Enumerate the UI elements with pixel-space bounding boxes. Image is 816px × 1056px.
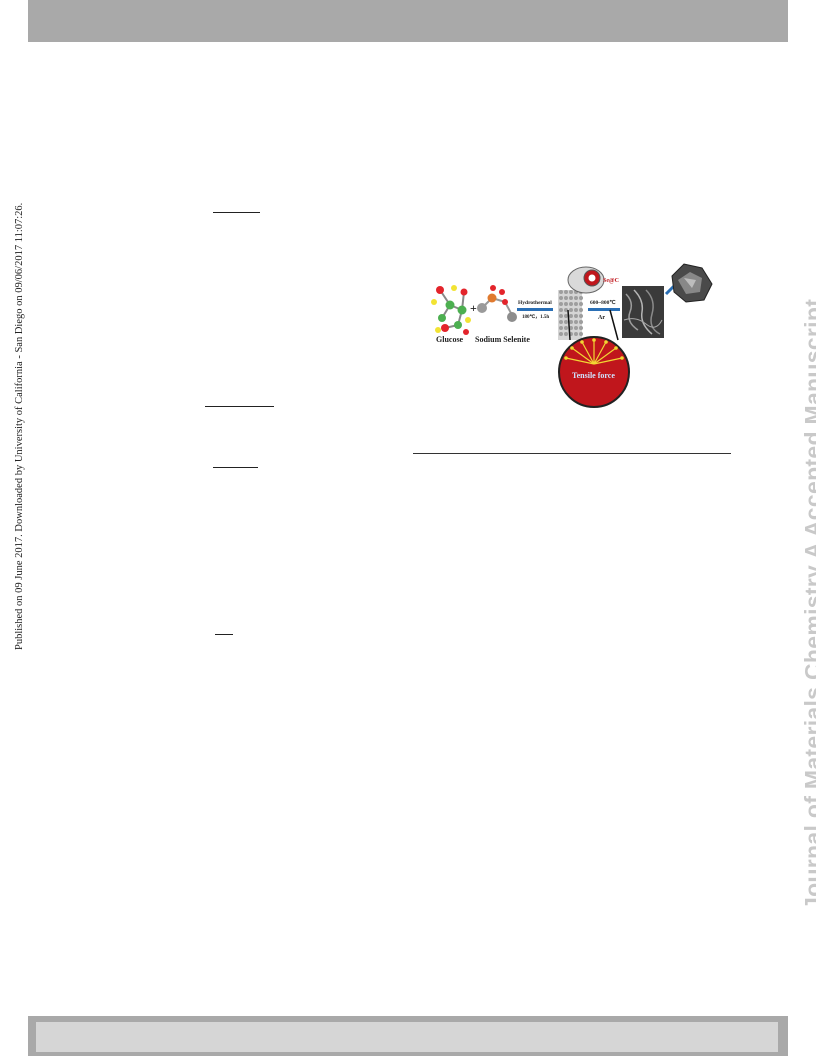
underline-mark-3 [213,467,258,468]
hydrothermal-arrow [517,308,553,311]
arrow2-bottom-label: Ar [598,315,605,321]
underline-mark-2 [205,406,274,407]
sem-image [622,286,664,338]
sodium-selenite-label: Sodium Selenite [475,335,530,344]
graphical-abstract: Glucose + Sodium Selenite Hydrothermal 1… [420,250,740,420]
annealing-arrow [588,308,620,311]
glucose-molecule-icon [431,285,471,335]
microsphere-stack [558,290,583,340]
glucose-label: Glucose [436,335,464,344]
arrow1-bottom-label: 180℃，1.5h [522,313,549,320]
plus-sign: + [470,301,477,315]
underline-mark-1 [213,212,260,213]
zoom-callout-lines [567,309,619,341]
se-at-c-sphere-icon [567,266,605,294]
provenance-note: Published on 09 June 2017. Downloaded by… [14,202,25,650]
se-at-c-label: Se@C [603,278,619,284]
accepted-manuscript-watermark: Journal of Materials Chemistry A Accepte… [800,298,816,910]
arrow1-top-label: Hydrothermal [518,300,552,306]
sodium-selenite-molecule-icon [477,285,517,322]
graphical-abstract-svg: Glucose + Sodium Selenite Hydrothermal 1… [431,263,713,408]
page-header-bar [28,0,788,42]
tensile-force-sphere [558,336,630,408]
figure-divider-rule [413,453,731,454]
crumpled-carbon-shell-icon [671,263,713,303]
underline-mark-4 [215,634,233,635]
page-footer-bar [28,1016,788,1056]
page-footer-inner [36,1022,778,1052]
tensile-force-label: Tensile force [572,371,615,380]
arrow2-top-label: 600~800℃ [590,299,616,306]
